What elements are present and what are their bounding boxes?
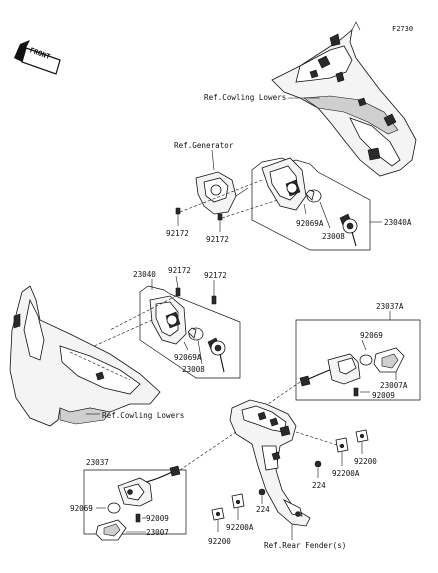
- part-224-right-label: 224: [312, 481, 326, 490]
- assembly-frame-23037: [83, 469, 187, 535]
- part-23008-mid-label: 23008: [182, 365, 205, 374]
- screw-92009-right: [353, 387, 359, 397]
- front-turn-signal-23040A: [261, 157, 307, 211]
- clip-92200A-right: [335, 437, 349, 453]
- nut-92200-right: [355, 429, 369, 443]
- diagram-code: F2730: [392, 25, 413, 33]
- part-23040A-label: 23040A: [384, 218, 412, 227]
- screw-92009-left: [135, 513, 141, 523]
- part-92200-mid-label: 92200: [208, 537, 231, 546]
- part-23037A-label: 23037A: [376, 302, 404, 311]
- bulb-23008-mid: [187, 327, 204, 341]
- part-92200-right-label: 92200: [354, 457, 377, 466]
- screw-224-right: [314, 460, 322, 468]
- part-92172-a-label: 92172: [166, 229, 189, 238]
- part-92069-right-label: 92069: [360, 331, 383, 340]
- bolt-92172-c: [175, 275, 181, 297]
- assembly-frame-23040A: [251, 157, 371, 251]
- part-92200A-mid-label: 92200A: [226, 523, 254, 532]
- ref-cowling-lowers-left-label: Ref.Cowling Lowers: [102, 411, 184, 420]
- rear-turn-signal-23037A: [299, 353, 361, 387]
- rear-fender-bracket: [229, 399, 311, 527]
- part-92009-right-label: 92009: [372, 391, 395, 400]
- ref-rear-fender-label: Ref.Rear Fender(s): [264, 541, 346, 550]
- socket-92069A-top: [339, 213, 358, 247]
- front-turn-signal-23040: [149, 295, 187, 345]
- part-92009-left-label: 92009: [146, 514, 169, 523]
- part-92172-d-label: 92172: [204, 271, 227, 280]
- lens-23007A: [373, 347, 405, 373]
- bulb-92069-left: [107, 502, 121, 514]
- front-arrow-icon: FRONT: [14, 40, 61, 75]
- ref-generator-label: Ref.Generator: [174, 141, 234, 150]
- part-23037-label: 23037: [86, 458, 109, 467]
- part-224-mid-label: 224: [256, 505, 270, 514]
- part-23007A-label: 23007A: [380, 381, 408, 390]
- part-92069A-top-label: 92069A: [296, 219, 324, 228]
- lens-23007: [95, 519, 127, 541]
- nut-92200-mid: [211, 507, 225, 521]
- upper-cowling: [271, 21, 417, 177]
- part-23040-label: 23040: [133, 270, 156, 279]
- bulb-23008-top: [305, 189, 322, 203]
- bolt-92172-b: [217, 213, 223, 232]
- part-92200A-right-label: 92200A: [332, 469, 360, 478]
- part-92172-b-label: 92172: [206, 235, 229, 244]
- lower-cowling-left: [9, 285, 161, 427]
- part-23008-top-label: 23008: [322, 232, 345, 241]
- assembly-frame-23040: [139, 285, 241, 379]
- part-23007-label: 23007: [146, 528, 169, 537]
- assembly-frame-23037A: [295, 319, 421, 401]
- bulb-92069-right: [359, 354, 373, 366]
- part-92069-left-label: 92069: [70, 504, 93, 513]
- generator-side-bracket: [195, 171, 249, 215]
- ref-cowling-lowers-top-label: Ref.Cowling Lowers: [204, 93, 286, 102]
- bolt-92172-d: [211, 280, 217, 305]
- socket-92069A-mid: [207, 337, 226, 373]
- part-92069A-mid-label: 92069A: [174, 353, 202, 362]
- part-92172-c-label: 92172: [168, 266, 191, 275]
- screw-224-mid: [258, 488, 266, 496]
- clip-92200A-mid: [231, 493, 245, 509]
- bolt-92172-a: [175, 207, 181, 226]
- rear-turn-signal-23037: [117, 465, 181, 507]
